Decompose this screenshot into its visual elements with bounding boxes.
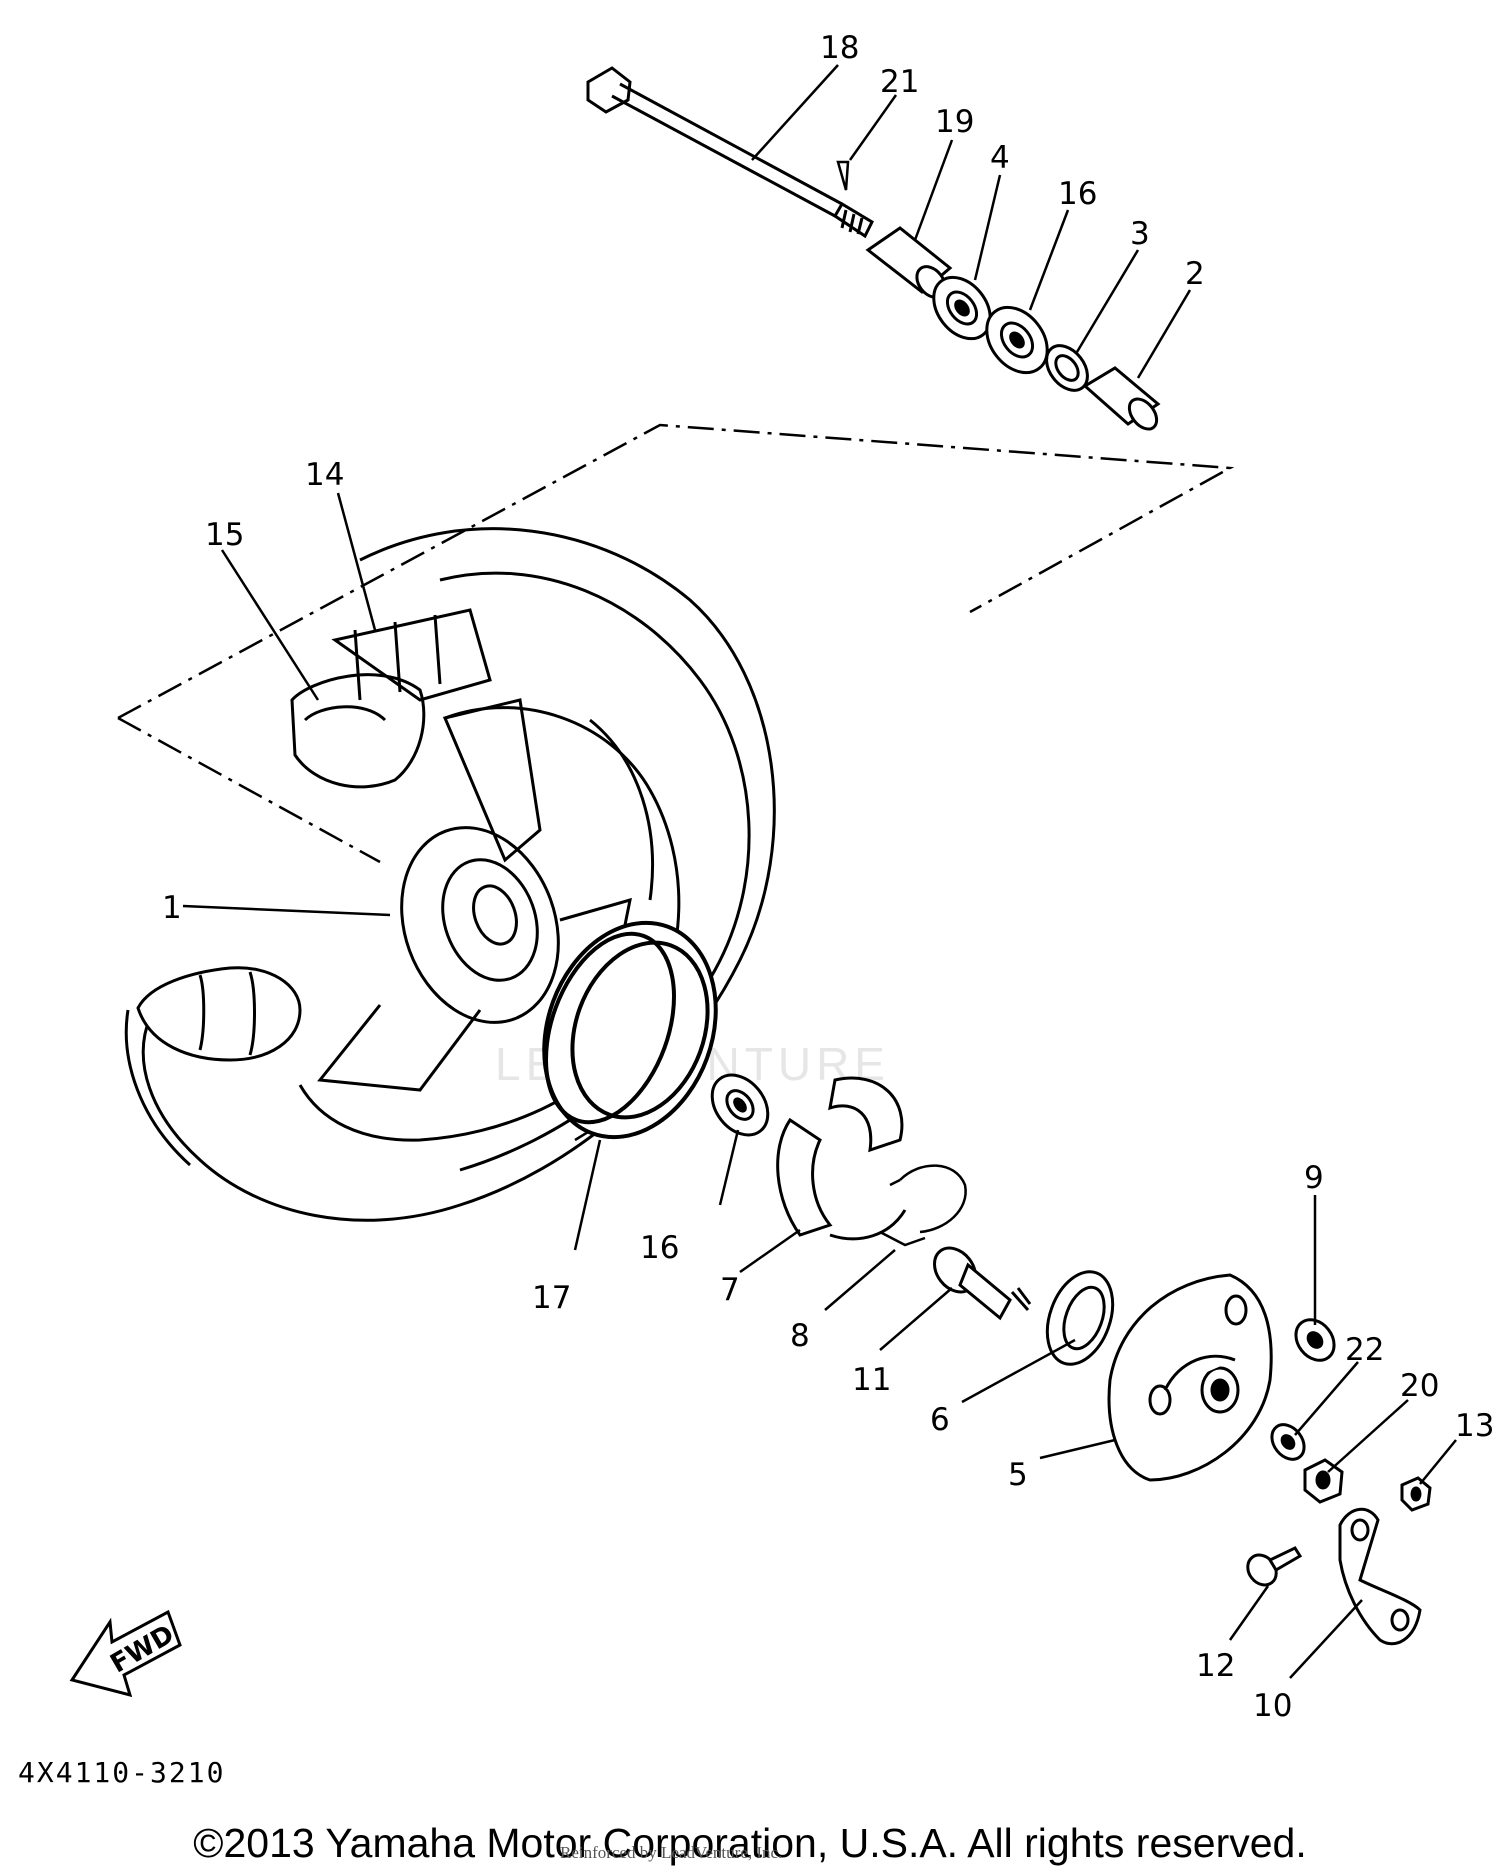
camshaft-part [933, 1246, 1032, 1321]
part-code: 4X4110-3210 [18, 1756, 225, 1789]
callout-11: 11 [852, 1362, 891, 1398]
assembly-dashed-outline [117, 423, 1235, 720]
callout-19: 19 [935, 104, 974, 140]
bearing-4-part [932, 275, 992, 341]
callout-4: 4 [990, 140, 1010, 176]
bearing-16-upper-part [985, 305, 1049, 375]
callout-12: 12 [1196, 1648, 1235, 1684]
bearing-16-lower-part [710, 1073, 770, 1137]
callout-2: 2 [1185, 256, 1205, 292]
callout-16-upper: 16 [1058, 176, 1097, 212]
brake-arm-part [1338, 1507, 1422, 1646]
callout-3: 3 [1130, 216, 1150, 252]
axle-part [586, 66, 874, 239]
collar-2-part [1082, 366, 1161, 431]
leader-lines [182, 64, 1457, 1679]
nut-20-part [1303, 1458, 1344, 1504]
callout-8: 8 [790, 1318, 810, 1354]
callout-10: 10 [1253, 1688, 1292, 1724]
callout-1: 1 [162, 890, 182, 926]
nut-9-part [1294, 1318, 1336, 1362]
callout-16-lower: 16 [640, 1230, 679, 1266]
wheel-tire-part [124, 527, 776, 1222]
callout-15: 15 [205, 517, 244, 553]
spring-part [879, 1164, 967, 1247]
brake-plate-part [1107, 1273, 1273, 1482]
assembly-dashed-line-lower [117, 716, 381, 864]
callout-numbers: 18 21 19 4 16 3 2 14 15 1 16 17 7 8 11 6… [162, 30, 1494, 1724]
oil-seal-17-part [542, 920, 718, 1140]
callout-22: 22 [1345, 1332, 1384, 1368]
callout-5: 5 [1008, 1457, 1028, 1493]
callout-7: 7 [720, 1272, 740, 1308]
cotter-pin-part [836, 160, 850, 191]
oil-seal-3-part [1045, 344, 1089, 392]
brake-shoe-part [776, 1076, 907, 1241]
callout-17: 17 [532, 1280, 571, 1316]
oil-seal-6-part [1045, 1270, 1115, 1366]
callout-6: 6 [930, 1402, 950, 1438]
callout-9: 9 [1304, 1160, 1324, 1196]
nut-13-part [1400, 1476, 1432, 1512]
callout-14: 14 [305, 457, 344, 493]
bolt-part [1246, 1546, 1303, 1587]
callout-18: 18 [820, 30, 859, 66]
callout-13: 13 [1455, 1408, 1494, 1444]
callout-21: 21 [880, 64, 919, 100]
callout-20: 20 [1400, 1368, 1439, 1404]
copyright-notice: ©2013 Yamaha Motor Corporation, U.S.A. A… [193, 1820, 1307, 1866]
fwd-arrow-icon [69, 1609, 182, 1698]
watermark-text: Reinforced by LeadVenture, Inc. [560, 1843, 783, 1862]
